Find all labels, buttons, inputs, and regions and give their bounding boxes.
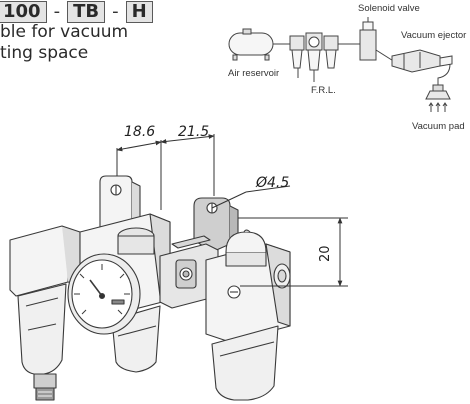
frl-assembly (9, 175, 291, 401)
description-line-1: ble for vacuum (0, 22, 129, 42)
air-reservoir-icon (228, 28, 274, 61)
circuit-diagram (228, 17, 453, 112)
model-code-part-1: 100 (0, 1, 47, 23)
frl-unit-icon (289, 32, 339, 82)
connector-module (159, 235, 219, 309)
model-code-separator-1: - (53, 1, 61, 22)
dimension-height: 20 (318, 245, 333, 262)
dimension-hole-diameter: Ø4.5 (256, 175, 290, 191)
label-vacuum-ejector: Vacuum ejector (401, 30, 467, 41)
label-vacuum-pad: Vacuum pad (412, 121, 465, 132)
vacuum-pad-icon (425, 84, 451, 112)
model-code: 100 - TB - H (0, 0, 153, 24)
model-code-part-2: TB (67, 1, 106, 23)
dimension-pitch-2: 21.5 (178, 124, 210, 140)
model-code-separator-2: - (112, 1, 119, 22)
solenoid-valve-icon (359, 17, 377, 61)
dimension-pitch-1: 18.6 (124, 124, 156, 140)
pressure-gauge (67, 253, 141, 335)
label-solenoid-valve: Solenoid valve (358, 3, 420, 14)
label-air-reservoir: Air reservoir (228, 68, 280, 79)
label-frl: F.R.L. (311, 85, 336, 96)
lubricator-unit (205, 229, 291, 401)
filter-unit (9, 225, 81, 401)
vacuum-ejector-icon (391, 49, 453, 73)
model-code-part-3: H (125, 1, 153, 23)
dimension-annotations (116, 134, 348, 287)
description-line-2: ting space (0, 43, 89, 63)
